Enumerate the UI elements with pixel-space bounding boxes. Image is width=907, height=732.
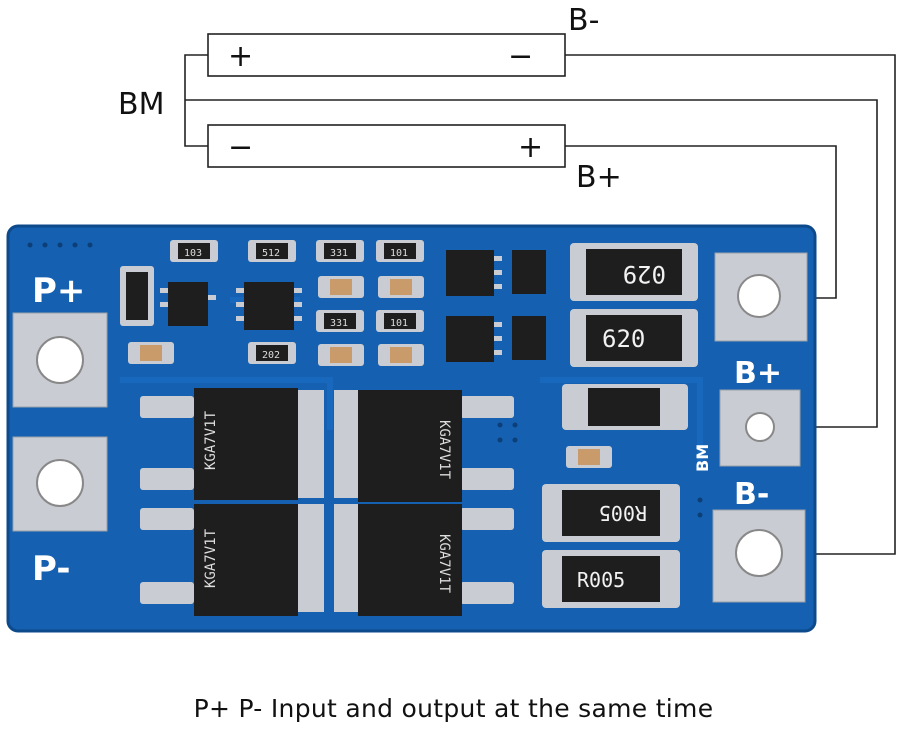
smd-331-b: 331: [316, 310, 364, 332]
smd-202-label: 202: [262, 350, 280, 361]
resistor-029: 029: [570, 243, 698, 301]
ic-pins: [160, 256, 502, 355]
smd-101-b-label: 101: [390, 318, 408, 329]
smd-331-a: 331: [316, 240, 364, 262]
silk-bm: BM: [693, 444, 712, 472]
pad-b-minus: [712, 509, 806, 603]
cell-bottom-plus-sign: +: [518, 130, 543, 165]
smd-512-label: 512: [262, 248, 280, 259]
cell-top: + −: [207, 33, 566, 77]
smd-512: 512: [248, 240, 296, 262]
resistor-620-label: 620: [602, 325, 645, 353]
resistor-620: 620: [570, 309, 698, 367]
mosfet-4: KGA7V1T: [334, 504, 514, 616]
resistor-029-label: 029: [623, 260, 666, 288]
silk-b-plus: B+: [734, 356, 782, 391]
mosfet-1: KGA7V1T: [140, 388, 324, 500]
label-b-plus: B+: [576, 160, 622, 195]
pad-bm: [719, 389, 801, 467]
smd-101-a-label: 101: [390, 248, 408, 259]
mosfet-2: KGA7V1T: [334, 390, 514, 502]
mosfet-1-code: KGA7V1T: [203, 410, 219, 470]
caption: P+ P- Input and output at the same time: [193, 694, 714, 723]
mosfet-4-code: KGA7V1T: [436, 534, 452, 594]
smd-331-b-label: 331: [330, 318, 348, 329]
resistor-r005-a-label: R005: [599, 501, 647, 525]
mosfet-3-code: KGA7V1T: [203, 528, 219, 588]
pad-p-plus: [12, 312, 108, 408]
silk-p-plus: P+: [32, 271, 85, 311]
diode: [562, 384, 688, 430]
smd-101-b: 101: [376, 310, 424, 332]
label-b-minus: B-: [568, 3, 599, 38]
smd-103-label: 103: [184, 248, 202, 259]
resistor-r005-b-label: R005: [577, 568, 625, 592]
smd-331-a-label: 331: [330, 248, 348, 259]
label-bm: BM: [118, 87, 164, 122]
pad-b-plus: [714, 252, 808, 342]
small-ics: [120, 250, 546, 362]
resistor-r005-a: R005: [542, 484, 680, 542]
resistor-r005-b: R005: [542, 550, 680, 608]
smd-resistors: 103 512 331 101 331 101: [170, 240, 424, 364]
cell-top-minus-sign: −: [508, 39, 533, 74]
smd-101-a: 101: [376, 240, 424, 262]
smd-103: 103: [170, 240, 218, 262]
smd-202: 202: [248, 342, 296, 364]
cell-bottom: − +: [207, 124, 566, 168]
smd-capacitors: [128, 276, 612, 468]
cell-top-plus-sign: +: [228, 39, 253, 74]
mosfet-3: KGA7V1T: [140, 504, 324, 616]
silk-b-minus: B-: [734, 477, 769, 512]
mosfet-2-code: KGA7V1T: [436, 420, 452, 480]
mosfets: KGA7V1T KGA7V1T KGA7V1T KGA7V1T: [140, 388, 514, 616]
silk-p-minus: P-: [32, 549, 70, 589]
cell-bottom-minus-sign: −: [228, 130, 253, 165]
pad-p-minus: [12, 436, 108, 532]
